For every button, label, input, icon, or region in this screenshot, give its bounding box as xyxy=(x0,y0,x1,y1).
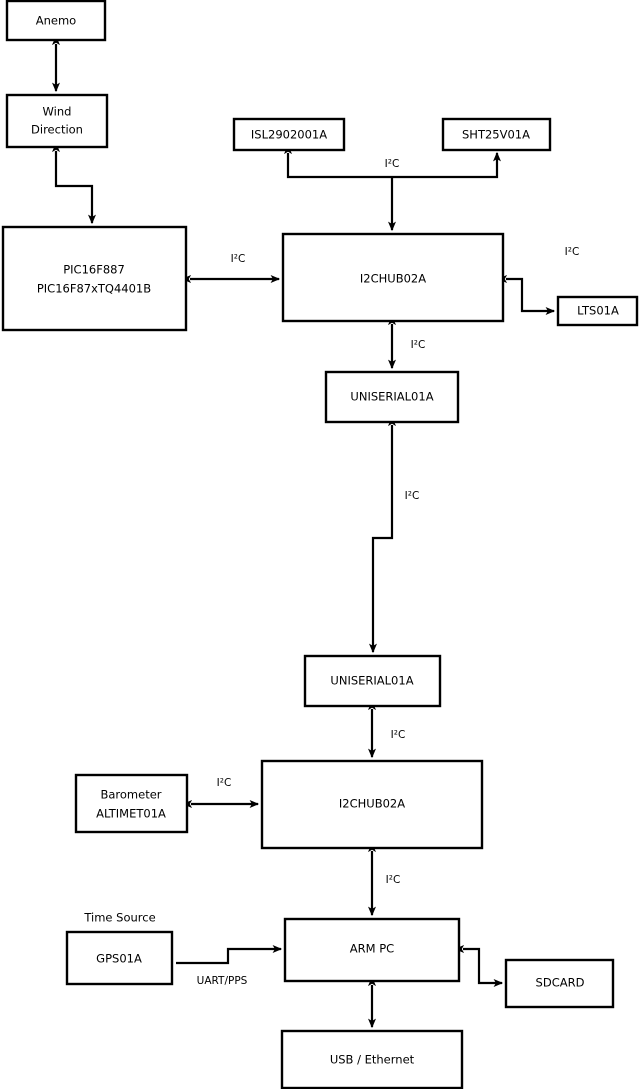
node-anemo[interactable]: Anemo xyxy=(5,0,107,42)
edge-label-uniserial-link: I²C xyxy=(405,490,420,502)
node-sht25v01a-label: SHT25V01A xyxy=(462,128,530,142)
node-i2chub02a-bottom-label: I2CHUB02A xyxy=(339,797,405,811)
edge-uniserial-link xyxy=(369,416,396,654)
node-i2chub02a-top[interactable]: I2CHUB02A xyxy=(281,232,505,323)
node-pic-mcu[interactable]: PIC16F887 PIC16F87xTQ4401B xyxy=(1,225,188,332)
label-time-source: Time Source xyxy=(83,911,155,925)
node-barometer-label-line1: Barometer xyxy=(100,788,161,802)
node-pic-mcu-label-line2: PIC16F87xTQ4401B xyxy=(37,282,151,296)
node-sdcard[interactable]: SDCARD xyxy=(504,958,615,1009)
node-lts01a-label: LTS01A xyxy=(577,304,619,318)
node-wind-direction[interactable]: Wind Direction xyxy=(5,93,109,149)
node-gps01a[interactable]: GPS01A xyxy=(65,930,174,986)
edge-label-hub-lts: I²C xyxy=(565,246,580,258)
node-usb-ethernet[interactable]: USB / Ethernet xyxy=(280,1029,464,1089)
node-sdcard-label: SDCARD xyxy=(536,976,585,990)
node-i2chub02a-bottom[interactable]: I2CHUB02A xyxy=(260,759,484,850)
node-uniserial01a-upper[interactable]: UNISERIAL01A xyxy=(324,370,460,424)
edge-wind-pic xyxy=(52,142,96,225)
edge-gps-armpc xyxy=(176,945,283,965)
edge-label-hub-armpc: I²C xyxy=(386,874,401,886)
node-isl2902001a[interactable]: ISL2902001A xyxy=(232,117,346,152)
node-i2chub02a-top-label: I2CHUB02A xyxy=(360,272,426,286)
node-arm-pc[interactable]: ARM PC xyxy=(283,917,461,983)
node-uniserial01a-lower[interactable]: UNISERIAL01A xyxy=(303,654,442,708)
edge-label-pic-hub: I²C xyxy=(231,253,246,265)
node-arm-pc-label: ARM PC xyxy=(350,942,394,956)
node-lts01a[interactable]: LTS01A xyxy=(556,295,639,327)
node-uniserial01a-upper-label: UNISERIAL01A xyxy=(350,390,433,404)
node-sht25v01a[interactable]: SHT25V01A xyxy=(441,117,552,152)
node-gps01a-label: GPS01A xyxy=(96,952,142,966)
node-wind-direction-label-line2: Direction xyxy=(31,123,83,137)
node-uniserial01a-lower-label: UNISERIAL01A xyxy=(330,674,413,688)
node-usb-ethernet-label: USB / Ethernet xyxy=(330,1053,415,1067)
node-anemo-label: Anemo xyxy=(36,14,76,28)
node-wind-direction-label-line1: Wind xyxy=(43,105,72,119)
edge-label-barometer-hub: I²C xyxy=(217,777,232,789)
node-barometer-label-line2: ALTIMET01A xyxy=(96,807,166,821)
edge-label-uniserial2-hub: I²C xyxy=(391,729,406,741)
node-isl2902001a-label: ISL2902001A xyxy=(251,128,327,142)
edge-label-gps-armpc: UART/PPS xyxy=(197,975,248,987)
node-pic-mcu-label-line1: PIC16F887 xyxy=(63,263,125,277)
edge-label-sensors-bus: I²C xyxy=(385,158,400,170)
edge-label-hub-uniserial1: I²C xyxy=(411,339,426,351)
edge-hub-top-lts xyxy=(497,275,556,315)
edge-armpc-sdcard xyxy=(454,945,504,987)
node-barometer[interactable]: Barometer ALTIMET01A xyxy=(74,773,189,834)
